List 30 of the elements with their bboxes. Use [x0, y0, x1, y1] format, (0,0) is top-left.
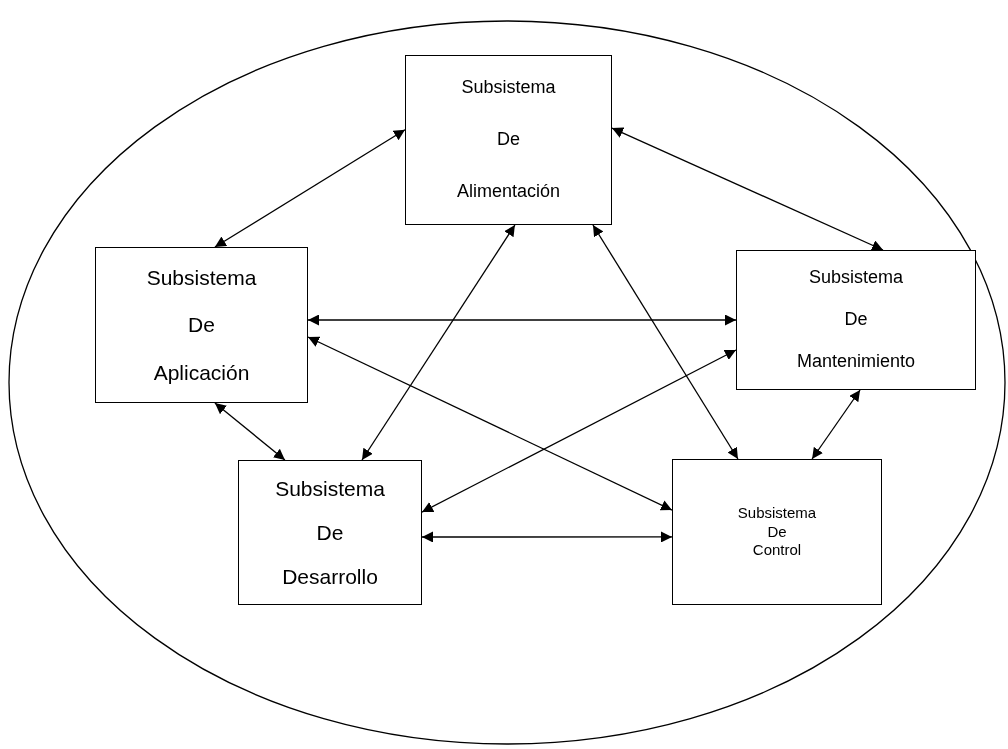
double-arrow — [421, 531, 673, 543]
double-arrow — [214, 402, 286, 461]
box-label: Control — [752, 541, 802, 561]
box-label: De — [767, 522, 787, 542]
double-arrow — [811, 389, 861, 460]
subsystem-box — [238, 460, 422, 605]
box-label: Subsistema — [146, 265, 257, 291]
subsystem-box — [672, 459, 882, 605]
box-label: De — [316, 519, 344, 546]
double-arrow — [307, 336, 673, 511]
box-label: Desarrollo — [282, 563, 378, 589]
double-arrow — [592, 224, 739, 460]
box-label: Mantenimiento — [796, 351, 916, 373]
box-label: Alimentación — [456, 181, 561, 203]
double-arrow — [307, 314, 737, 326]
box-label: De — [188, 312, 215, 338]
box-label: Aplicación — [153, 359, 250, 385]
box-label: Subsistema — [808, 267, 903, 289]
box-label: Subsistema — [461, 77, 556, 99]
double-arrow — [611, 127, 884, 251]
double-arrow — [421, 349, 737, 513]
box-label: De — [497, 129, 520, 151]
box-label: De — [844, 309, 868, 331]
subsystem-box — [405, 55, 612, 225]
subsystem-box — [95, 247, 308, 403]
box-label: Subsistema — [737, 503, 817, 523]
box-label: Subsistema — [275, 476, 385, 502]
double-arrow — [361, 224, 516, 461]
subsystem-box — [736, 250, 976, 390]
double-arrow — [214, 129, 406, 248]
